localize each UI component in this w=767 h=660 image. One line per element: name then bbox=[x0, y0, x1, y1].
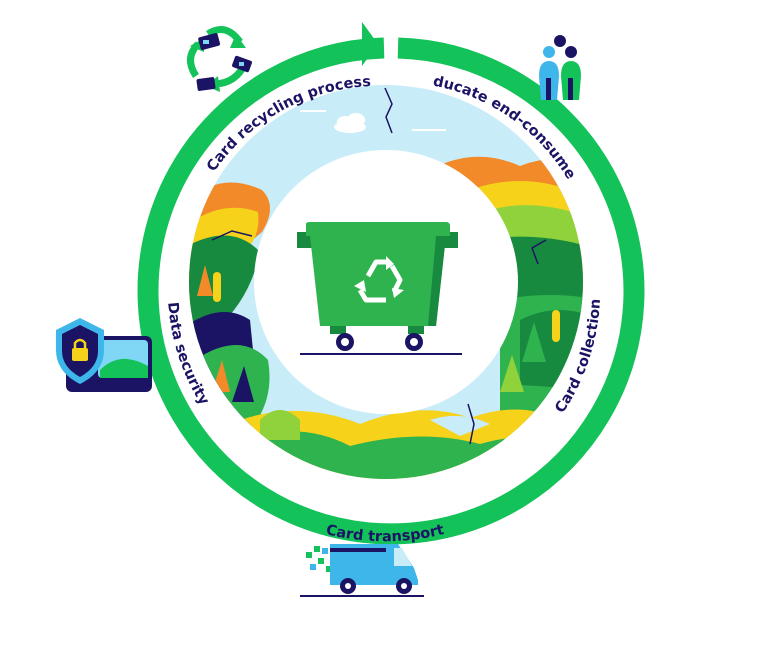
cycle-arrowhead bbox=[362, 22, 378, 66]
people-icon bbox=[539, 35, 581, 100]
cloud-icon bbox=[334, 113, 366, 133]
stage-label-card-transport: Card transport bbox=[324, 522, 445, 545]
recycle-cards-icon bbox=[187, 26, 252, 92]
delivery-van-icon bbox=[300, 544, 424, 597]
outer-cycle-ring bbox=[137, 22, 645, 545]
recycle-symbol-icon bbox=[354, 256, 404, 303]
locked-card-icon bbox=[56, 318, 152, 392]
recycling-bin-icon bbox=[297, 222, 462, 355]
cycle-arrow-band bbox=[137, 37, 645, 545]
